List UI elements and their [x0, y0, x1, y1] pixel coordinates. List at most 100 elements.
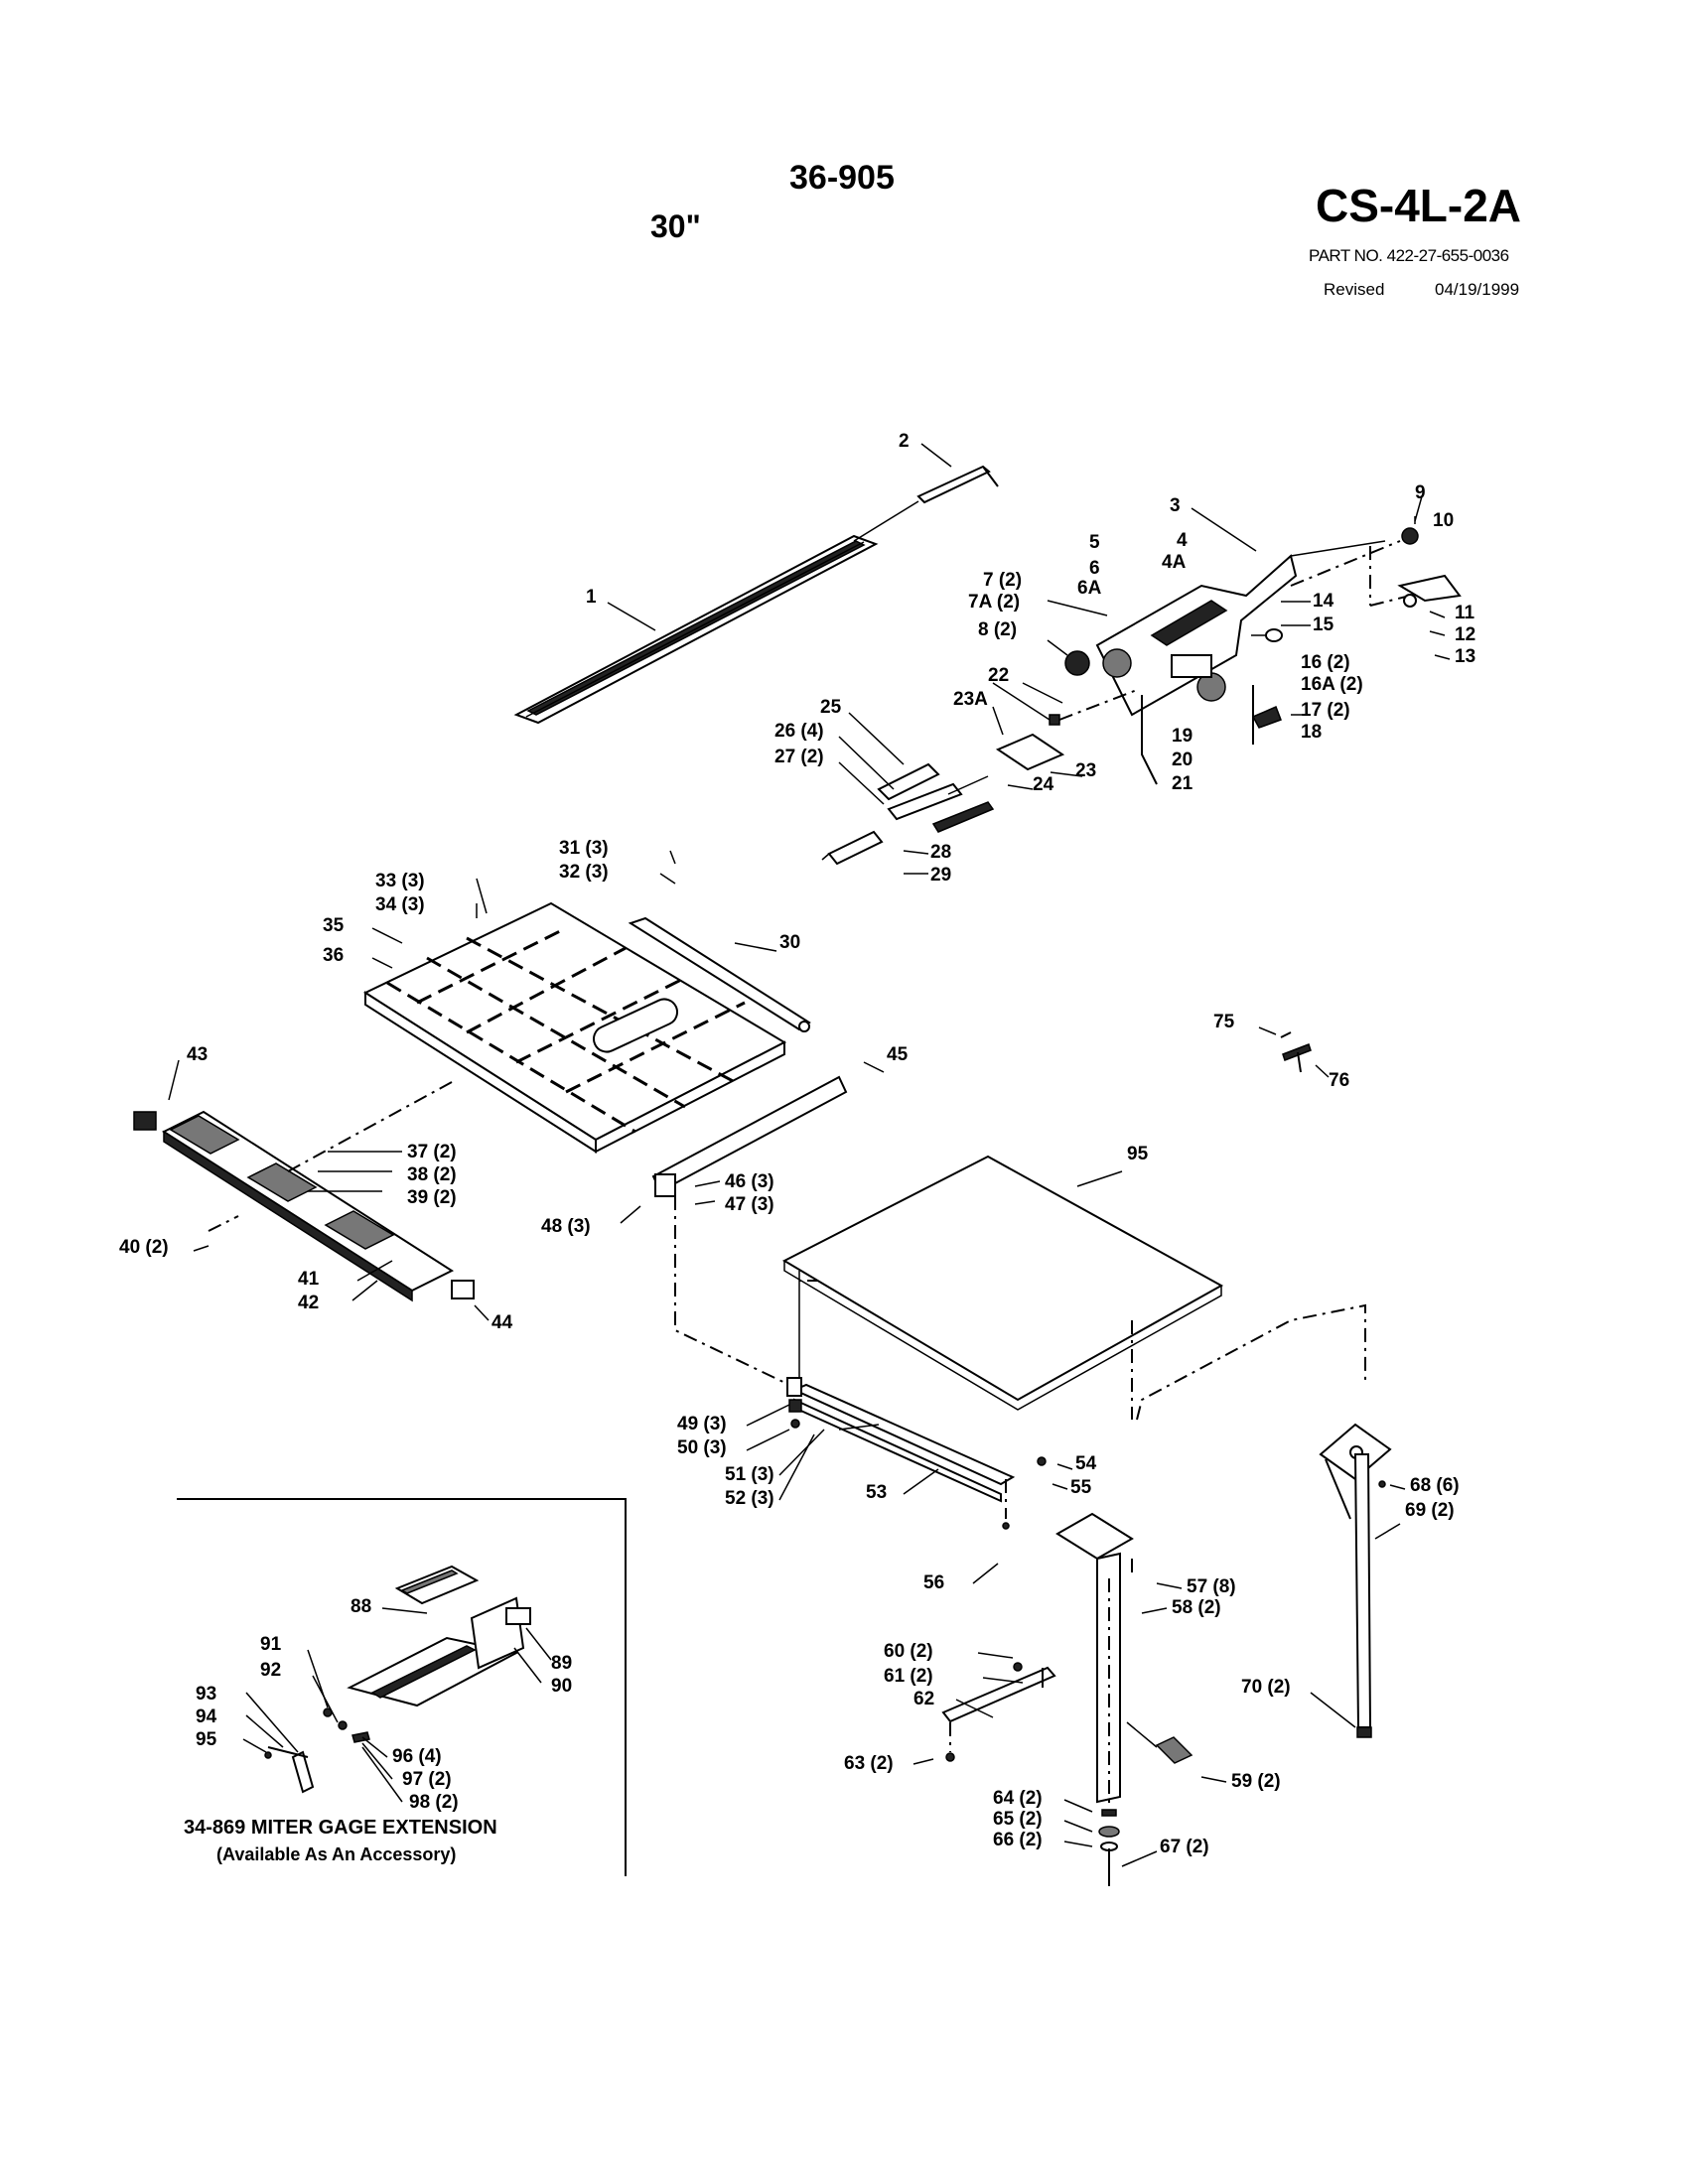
front-leg-part [1055, 1512, 1134, 1886]
callout-14: 14 [1313, 591, 1334, 612]
callout-40: 40 (2) [119, 1237, 169, 1258]
callout-46: 46 (3) [725, 1171, 774, 1192]
revised-label: Revised [1324, 280, 1385, 299]
callout-6: 6 [1089, 558, 1100, 579]
callout-24: 24 [1033, 774, 1054, 795]
callout-28: 28 [930, 842, 951, 863]
guide-plate-part [995, 689, 1138, 771]
callout-63: 63 (2) [844, 1753, 894, 1774]
callout-11: 11 [1455, 603, 1475, 623]
callout-97: 97 (2) [402, 1769, 452, 1790]
callout-labels: 1 2 3 4 4A 5 6 6A 7 (2) 7A (2) 8 (2) 9 1… [119, 431, 1475, 1857]
callout-50: 50 (3) [677, 1437, 727, 1458]
callout-53: 53 [866, 1482, 887, 1503]
callout-91: 91 [260, 1634, 282, 1655]
callout-51: 51 (3) [725, 1464, 774, 1485]
callout-2: 2 [899, 431, 910, 452]
callout-23a: 23A [953, 689, 988, 710]
callout-16a: 16A (2) [1301, 674, 1363, 695]
callout-93: 93 [196, 1684, 216, 1705]
callout-18: 18 [1301, 722, 1322, 743]
callout-23: 23 [1075, 760, 1096, 781]
callout-37: 37 (2) [407, 1142, 457, 1162]
callout-19: 19 [1172, 726, 1193, 747]
rail-brace-part [651, 1075, 848, 1197]
callout-43: 43 [187, 1044, 208, 1065]
callout-10: 10 [1433, 510, 1454, 531]
callout-39: 39 (2) [407, 1187, 457, 1208]
model-size: 30" [650, 208, 701, 244]
callout-7a: 7A (2) [968, 592, 1020, 613]
leader-lines [168, 443, 1451, 1867]
leveling-foot-part [1126, 1721, 1193, 1764]
callout-27: 27 (2) [774, 747, 824, 767]
callout-57: 57 (8) [1187, 1576, 1236, 1597]
callout-15: 15 [1313, 614, 1334, 635]
inset-caption: 34-869 MITER GAGE EXTENSION [184, 1817, 497, 1839]
miter-gage-extension-part [264, 1565, 531, 1794]
callout-65: 65 (2) [993, 1809, 1043, 1830]
callout-5: 5 [1089, 532, 1100, 553]
callout-48: 48 (3) [541, 1216, 591, 1237]
fence-pin-part [1251, 628, 1283, 642]
callout-44: 44 [491, 1312, 513, 1333]
callout-64: 64 (2) [993, 1788, 1043, 1809]
callout-12: 12 [1455, 624, 1475, 645]
callout-33: 33 (3) [375, 871, 425, 891]
support-bracket-part [786, 1377, 1047, 1530]
callout-8: 8 (2) [978, 619, 1017, 640]
front-rail-part [133, 1110, 475, 1302]
callout-13: 13 [1455, 646, 1475, 667]
callout-26: 26 (4) [774, 721, 824, 742]
callout-4a: 4A [1162, 552, 1187, 573]
small-pin-part [1280, 1031, 1312, 1073]
callout-67: 67 (2) [1160, 1837, 1209, 1857]
callout-7: 7 (2) [983, 570, 1022, 591]
callout-89: 89 [551, 1653, 572, 1674]
callout-60: 60 (2) [884, 1641, 933, 1662]
callout-66: 66 (2) [993, 1830, 1043, 1850]
leg-stretcher-part [941, 1662, 1056, 1762]
rear-leg-part [1319, 1423, 1392, 1738]
callout-61: 61 (2) [884, 1666, 933, 1687]
inset-frame [177, 1498, 627, 1876]
drawing-code: CS-4L-2A [1316, 180, 1522, 231]
callout-59: 59 (2) [1231, 1771, 1281, 1792]
callout-25: 25 [820, 697, 842, 718]
fence-clamp-handle-part [1290, 527, 1462, 608]
callout-94: 94 [196, 1706, 217, 1727]
callout-22: 22 [988, 665, 1009, 686]
callout-38: 38 (2) [407, 1164, 457, 1185]
extension-table-part [362, 901, 787, 1154]
callout-20: 20 [1172, 750, 1193, 770]
callout-41: 41 [298, 1269, 320, 1290]
callout-3: 3 [1170, 495, 1181, 516]
callout-55: 55 [1070, 1477, 1092, 1498]
callout-95: 95 [196, 1729, 217, 1750]
rail-end-part [853, 465, 999, 542]
callout-47: 47 (3) [725, 1194, 774, 1215]
clamp-bar-part [821, 762, 995, 866]
callout-31: 31 (3) [559, 838, 609, 859]
fence-bracket-part [1251, 685, 1282, 745]
cabinet-top-part [781, 1155, 1224, 1420]
callout-42: 42 [298, 1293, 319, 1313]
callout-76: 76 [1329, 1070, 1349, 1091]
callout-52: 52 (3) [725, 1488, 774, 1509]
callout-88: 88 [351, 1596, 371, 1617]
rear-rail-part [628, 916, 811, 1032]
revised-date: 04/19/1999 [1435, 280, 1520, 299]
callout-54: 54 [1075, 1453, 1097, 1474]
model-number: 36-905 [789, 159, 895, 197]
inset-subcaption: (Available As An Accessory) [216, 1844, 457, 1864]
callout-58: 58 (2) [1172, 1597, 1221, 1618]
callout-96: 96 (4) [392, 1746, 442, 1767]
callout-21: 21 [1172, 773, 1193, 794]
callout-30: 30 [779, 932, 800, 953]
callout-9: 9 [1415, 482, 1426, 503]
callout-34: 34 (3) [375, 894, 425, 915]
callout-35: 35 [323, 915, 345, 936]
fence-rail-part [513, 534, 879, 725]
callout-98: 98 (2) [409, 1792, 459, 1813]
